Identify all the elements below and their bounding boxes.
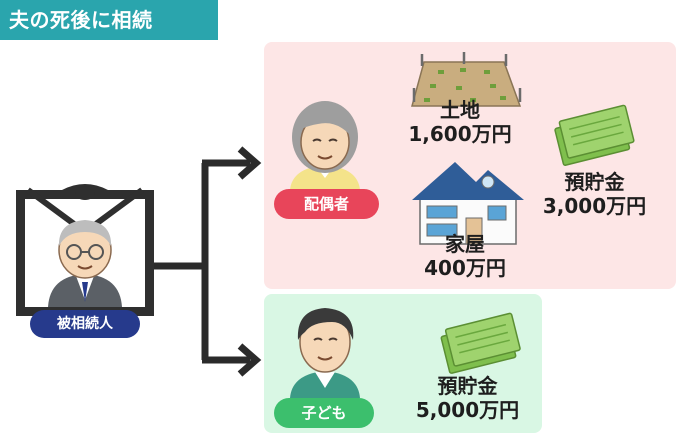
- land-icon: [411, 52, 522, 107]
- page-title: 夫の死後に相続: [0, 0, 218, 40]
- asset-name: 家屋: [445, 232, 485, 256]
- child-avatar-icon: [290, 308, 360, 398]
- house-asset-label: 家屋 400万円: [410, 232, 520, 280]
- asset-amount: 1,600万円: [408, 122, 512, 146]
- connector-arrows: [150, 146, 262, 377]
- asset-name: 土地: [440, 98, 480, 122]
- spouse-money-icon: [554, 104, 635, 166]
- land-asset-label: 土地 1,600万円: [405, 98, 515, 146]
- asset-amount: 400万円: [424, 256, 506, 280]
- child-money-icon: [440, 312, 521, 374]
- asset-name: 預貯金: [564, 170, 625, 194]
- house-icon: [412, 162, 524, 245]
- child-savings-label: 預貯金 5,000万円: [400, 374, 535, 422]
- spouse-label: 配偶者: [274, 189, 379, 219]
- deceased-label: 被相続人: [30, 310, 140, 338]
- child-label: 子ども: [274, 398, 374, 428]
- asset-amount: 5,000万円: [415, 398, 520, 422]
- asset-name: 預貯金: [437, 374, 498, 398]
- spouse-savings-label: 預貯金 3,000万円: [527, 170, 662, 218]
- asset-amount: 3,000万円: [542, 194, 647, 218]
- deceased-portrait-icon: [16, 184, 154, 316]
- spouse-avatar-icon: [290, 101, 360, 190]
